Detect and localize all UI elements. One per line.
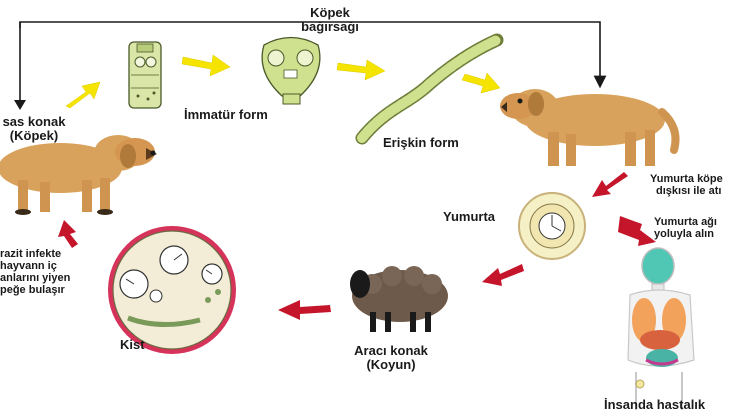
egg-illustration	[518, 192, 586, 260]
immature-form-label: İmmatür form	[184, 107, 268, 122]
definitive-host-line2: (Köpek)	[9, 128, 59, 143]
oral-intake-line1: Yumurta ağı	[654, 216, 717, 228]
yellow-arrows	[65, 54, 501, 109]
adult-worm-illustration	[355, 33, 504, 145]
human-illustration	[627, 247, 695, 410]
intestine-label: Köpek bağırsağı	[295, 6, 365, 34]
adult-form-label: Erişkin form	[383, 135, 459, 150]
immature-form-illustration	[261, 36, 321, 105]
definitive-host-line1: sas konak	[2, 114, 66, 129]
transmission-line2: hayvann iç	[0, 260, 57, 272]
intermediate-host-label: Aracı konak (Koyun)	[335, 344, 447, 372]
intestine-label-line1: Köpek	[310, 5, 350, 20]
egg-feces-line2: dışkısı ile atı	[656, 185, 722, 197]
oral-intake-label: Yumurta ağı yoluyla alın	[654, 216, 717, 240]
egg-feces-line1: Yumurta köpe	[650, 173, 723, 185]
definitive-host-label: sas konak (Köpek)	[0, 115, 68, 143]
top-cycle-connector	[14, 21, 607, 110]
intermediate-host-line2: (Koyun)	[366, 357, 416, 372]
dog-right-illustration	[500, 89, 680, 166]
egg-label: Yumurta	[443, 209, 496, 224]
transmission-line3: anlarını yiyen	[0, 272, 71, 284]
intermediate-host-line1: Aracı konak	[354, 343, 428, 358]
scolex-illustration	[128, 41, 162, 109]
egg-feces-label: Yumurta köpe dışkısı ile atı	[650, 173, 723, 197]
transmission-line4: peğe bulaşır	[0, 284, 65, 296]
transmission-label: razit infekte hayvann iç anlarını yiyen …	[0, 248, 70, 296]
oral-intake-line2: yoluyla alın	[654, 228, 714, 240]
transmission-line1: razit infekte	[0, 248, 62, 260]
intestine-label-line2: bağırsağı	[301, 19, 359, 34]
sheep-illustration	[350, 266, 448, 332]
dog-left-illustration	[0, 135, 157, 215]
hydatid-cyst-illustration	[108, 226, 236, 354]
cyst-label: Kist	[120, 337, 145, 352]
human-disease-label: İnsanda hastalık	[604, 397, 706, 412]
red-arrows	[58, 172, 656, 320]
